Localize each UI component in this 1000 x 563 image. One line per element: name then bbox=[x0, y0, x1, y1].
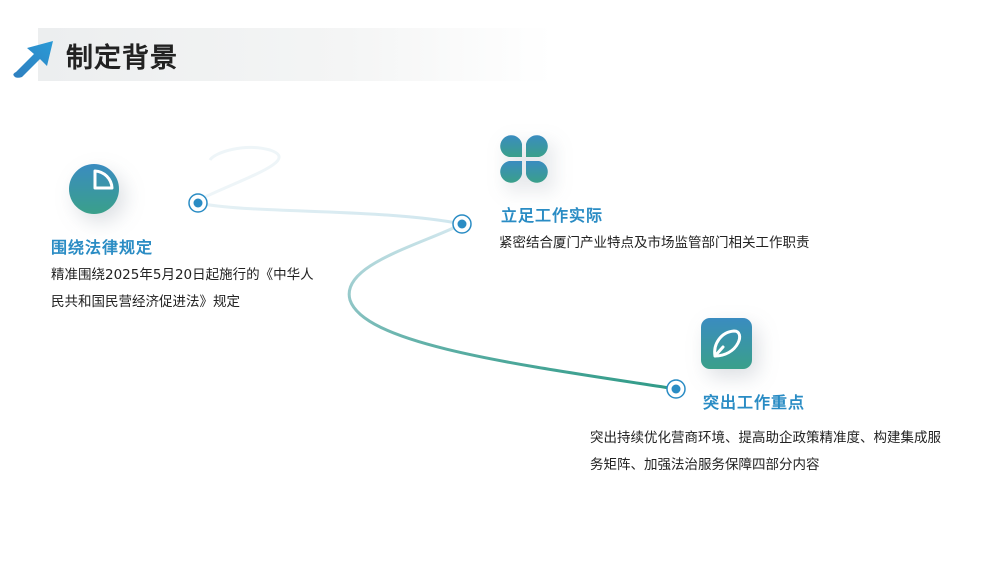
page-title: 制定背景 bbox=[66, 43, 178, 74]
section-title: 立足工作实际 bbox=[501, 206, 604, 225]
timeline-node bbox=[666, 379, 686, 399]
section-description: 民共和国民营经济促进法》规定 bbox=[51, 294, 240, 310]
section-title: 突出工作重点 bbox=[703, 393, 806, 412]
section-description: 突出持续优化营商环境、提高助企政策精准度、构建集成服 bbox=[590, 430, 941, 446]
pie-chart-icon bbox=[69, 164, 119, 214]
section-description: 紧密结合厦门产业特点及市场监管部门相关工作职责 bbox=[499, 235, 810, 251]
section-title: 围绕法律规定 bbox=[51, 238, 154, 257]
leaf-icon bbox=[701, 318, 752, 369]
section-description: 精准围绕2025年5月20日起施行的《中华人 bbox=[51, 267, 314, 283]
timeline-node bbox=[452, 214, 472, 234]
header-band bbox=[38, 28, 553, 81]
four-petal-icon bbox=[500, 135, 548, 183]
timeline-node bbox=[188, 193, 208, 213]
section-description: 务矩阵、加强法治服务保障四部分内容 bbox=[590, 457, 820, 473]
arrow-icon bbox=[13, 41, 54, 78]
